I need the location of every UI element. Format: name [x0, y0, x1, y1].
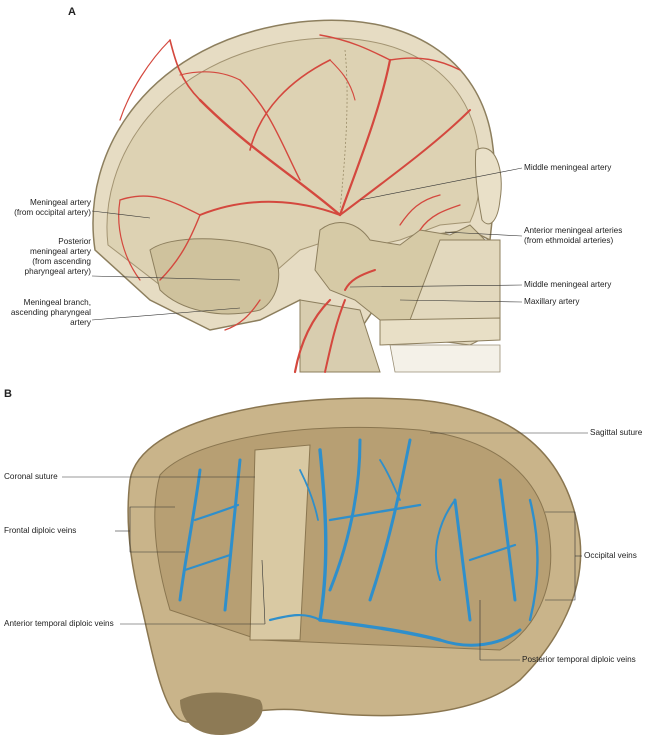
panel-a-skull	[92, 19, 502, 373]
label-posterior-temporal: Posterior temporal diploic veins	[522, 655, 636, 664]
label-anterior-temporal: Anterior temporal diploic veins	[4, 619, 114, 628]
label-occipital-line1: Meningeal artery	[30, 198, 91, 207]
panel-b-letter: B	[4, 388, 12, 400]
label-occipital-meningeal: Meningeal artery (from occipital artery)	[5, 198, 91, 218]
label-coronal-suture: Coronal suture	[4, 472, 58, 481]
label-posterior-line3: (from ascending	[32, 257, 91, 266]
label-posterior-line1: Posterior	[58, 237, 91, 246]
label-frontal-diploic: Frontal diploic veins	[4, 526, 77, 535]
label-branch-line3: artery	[70, 318, 91, 327]
label-branch-line2: ascending pharyngeal	[10, 308, 91, 317]
label-posterior-line4: pharyngeal artery)	[24, 267, 91, 276]
label-anterior-line1: Anterior meningeal arteries	[524, 226, 623, 235]
panel-a-arteries	[118, 34, 471, 374]
panel-b-skull	[127, 397, 582, 735]
label-sagittal-suture: Sagittal suture	[590, 428, 643, 437]
label-maxillary-artery: Maxillary artery	[524, 297, 580, 306]
label-middle-meningeal-lower: Middle meningeal artery	[524, 280, 612, 289]
label-occipital-line2: (from occipital artery)	[14, 208, 91, 217]
label-anterior-line2: (from ethmoidal arteries)	[524, 236, 614, 245]
panel-a-leaders	[91, 167, 523, 321]
label-middle-meningeal-upper: Middle meningeal artery	[524, 163, 612, 172]
label-posterior-meningeal: Posterior meningeal artery (from ascendi…	[5, 237, 91, 277]
label-meningeal-branch: Meningeal branch, ascending pharyngeal a…	[5, 298, 91, 328]
label-posterior-line2: meningeal artery	[30, 247, 91, 256]
label-branch-line1: Meningeal branch,	[23, 298, 91, 307]
panel-b-leaders	[62, 432, 588, 661]
panel-a-letter: A	[68, 6, 76, 18]
label-anterior-meningeal: Anterior meningeal arteries (from ethmoi…	[524, 226, 622, 246]
label-occipital-veins: Occipital veins	[584, 551, 637, 560]
panel-b-veins	[178, 438, 539, 647]
